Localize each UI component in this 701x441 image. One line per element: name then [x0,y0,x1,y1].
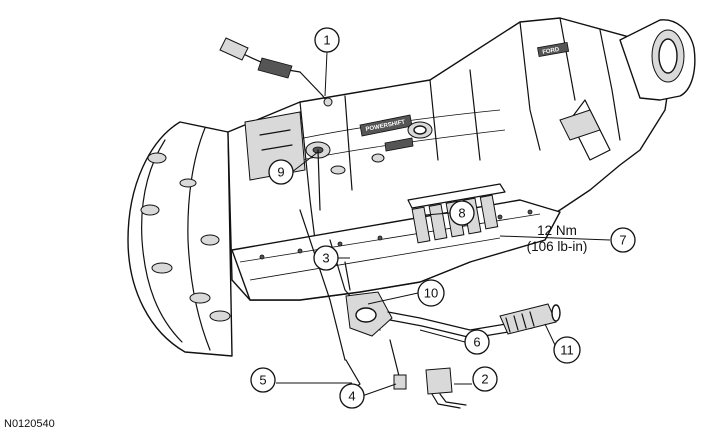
svg-text:7: 7 [619,233,626,248]
svg-text:10: 10 [424,286,438,301]
torque-spec-nm: 12 Nm [537,223,577,238]
callout-1: 1 [314,27,340,53]
callout-9: 9 [268,159,294,185]
tail-plate: FORD [537,41,570,57]
callout-4: 4 [339,383,365,409]
electrical-connector [425,367,467,409]
svg-text:9: 9 [277,165,284,180]
svg-text:FORD: FORD [542,47,560,56]
brand-plate: POWERSHIFT [359,114,414,152]
selector-shaft [305,141,331,211]
torque-spec-lbin: (106 lb-in) [527,239,588,254]
svg-text:4: 4 [348,389,355,404]
bell-housing [127,121,233,357]
callout-11: 11 [553,336,581,364]
callout-5: 5 [250,367,276,393]
bell-housing-bolts [140,152,231,322]
range-sensor [329,239,393,337]
leader-lines [276,51,611,397]
torque-spec: 12 Nm (106 lb-in) [527,223,588,254]
svg-text:5: 5 [259,373,266,388]
svg-text:6: 6 [473,335,480,350]
callout-2: 2 [472,366,498,392]
svg-text:1: 1 [323,33,330,48]
sensor-bolt [389,339,407,390]
callout-3: 3 [313,245,339,271]
extension-housing [559,19,696,161]
svg-text:8: 8 [458,206,465,221]
callout-6: 6 [464,329,490,355]
svg-text:11: 11 [560,343,574,358]
figure-id: N0120540 [4,418,55,430]
callout-10: 10 [417,279,445,307]
callout-8: 8 [449,200,475,226]
svg-text:3: 3 [322,251,329,266]
callout-7: 7 [610,227,636,253]
shift-cable-end [219,37,333,107]
svg-text:2: 2 [481,372,488,387]
valve-body-area [231,183,561,301]
